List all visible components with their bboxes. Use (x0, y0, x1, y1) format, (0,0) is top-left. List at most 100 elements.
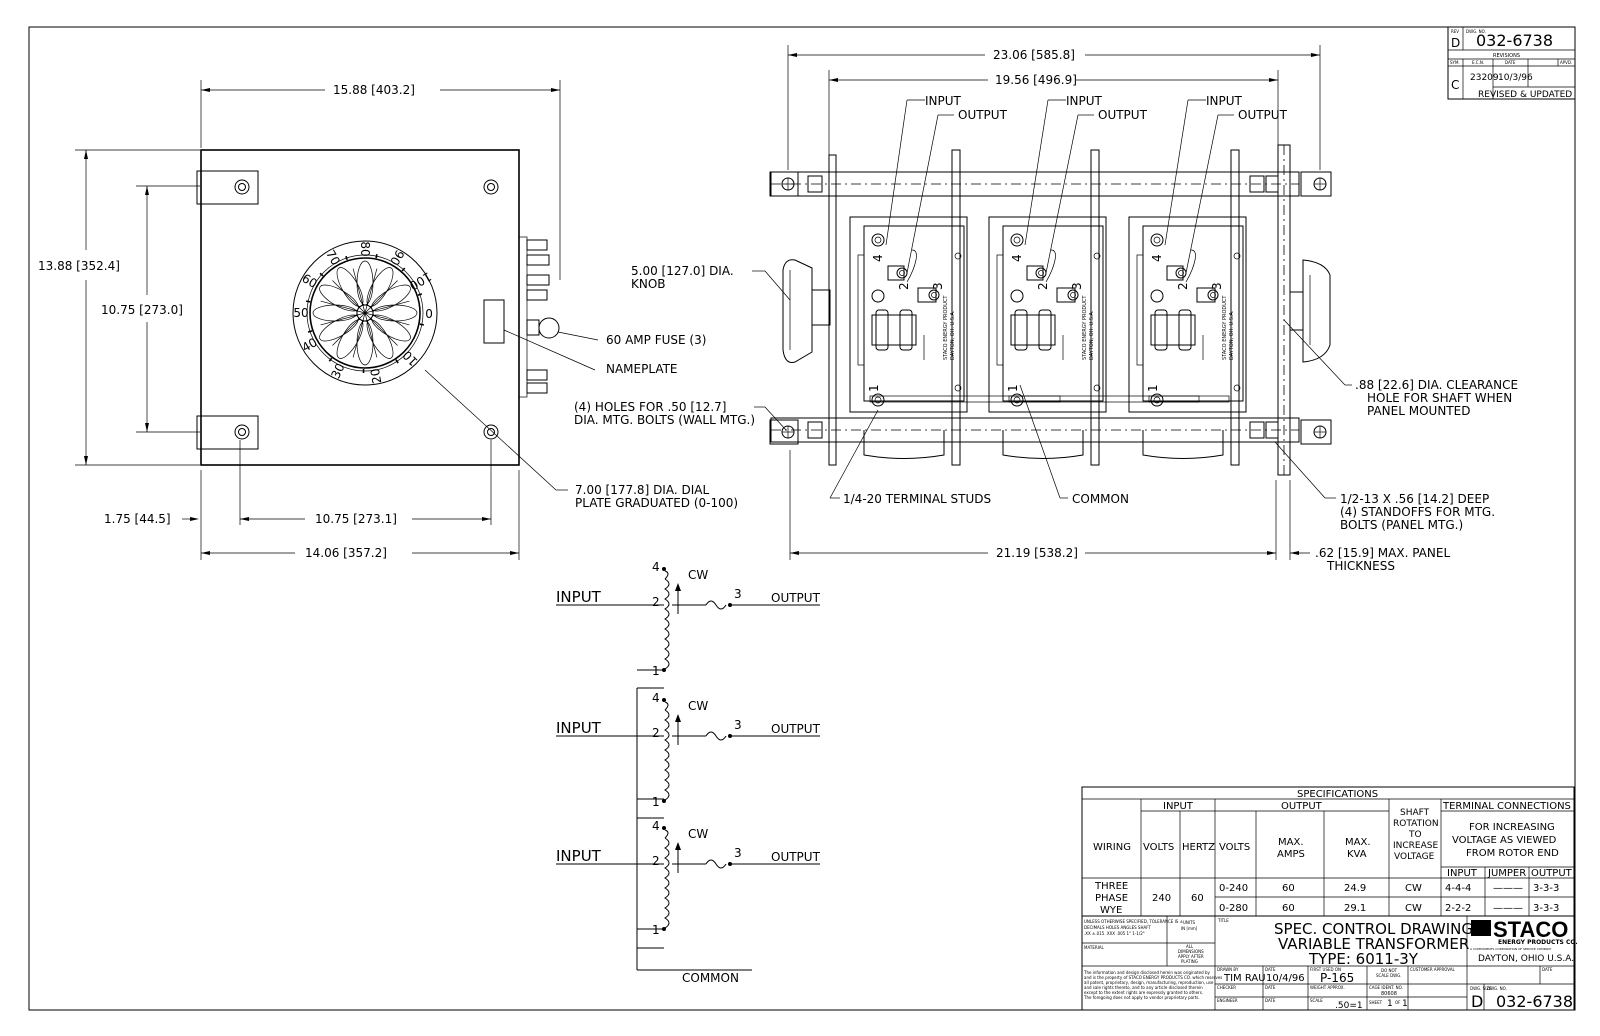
weight-label: WEIGHT APPROX. (1310, 985, 1345, 990)
all-dims-4: PLATING (1181, 959, 1198, 964)
engineer-label: ENGINEER (1217, 998, 1238, 1003)
spec-h-kva-0: MAX. (1345, 837, 1371, 848)
side-input-label: INPUT (1066, 94, 1103, 108)
rev-ecn: 23209 (1470, 73, 1499, 83)
terminal-label-2: 2 (1176, 282, 1190, 290)
rev-col-sym: SYM. (1450, 60, 1460, 65)
spec-h-terminal: TERMINAL CONNECTIONS (1442, 801, 1571, 812)
enclosure-front (200, 149, 520, 466)
end-hole-bottom-left (781, 425, 795, 439)
revision-letter: D (1451, 36, 1460, 50)
mounting-bolt-bottom-right (483, 424, 499, 440)
terminal-label-4: 4 (1010, 254, 1024, 262)
schematic-input-label: INPUT (556, 588, 602, 606)
spec-row-0-t-input: 4-4-4 (1445, 883, 1471, 894)
end-hole-top-left (781, 177, 795, 191)
material-label: MATERIAL (1084, 945, 1105, 950)
coil-terminal-2: 2 (652, 726, 660, 740)
dial-number: 10 (400, 348, 421, 369)
size-label: DWG. SIZE (1470, 986, 1492, 991)
label-panel-2: THICKNESS (1326, 559, 1395, 573)
label-standoff-1: 1/2-13 X .56 [14.2] DEEP (1340, 492, 1489, 506)
spec-wiring-0: THREE (1094, 881, 1128, 892)
engineer-date-label: DATE (1265, 998, 1276, 1003)
label-clearance-2: HOLE FOR SHAFT WHEN (1367, 391, 1512, 405)
spec-h-out-volts: VOLTS (1219, 842, 1250, 853)
sheet-border (28, 26, 1576, 1011)
dwg-no-small-label: DWG. NO. (1466, 29, 1486, 34)
drawn-by: TIM RAU (1223, 973, 1266, 984)
terminal-label-3: 3 (1210, 282, 1224, 290)
spec-h-hertz: HERTZ (1182, 842, 1215, 853)
coil-terminal-4: 4 (652, 691, 660, 705)
rev-col-appd: APVD. (1560, 60, 1572, 65)
coil-terminal-2: 2 (652, 854, 660, 868)
customer-date-label: DATE (1542, 967, 1553, 972)
label-dial-1: 7.00 [177.8] DIA. DIAL (575, 483, 709, 497)
cage: 80608 (1381, 991, 1397, 997)
coil-terminal-1: 1 (652, 923, 660, 937)
revision-block: REV D DWG. NO. 032-6738 REVISIONS SYM. E… (1447, 26, 1576, 100)
rev-sym: C (1451, 78, 1459, 92)
dim-side-overall: 23.06 [585.8] (993, 48, 1075, 62)
spec-row-0-amps: 60 (1282, 883, 1295, 894)
label-fuse: 60 AMP FUSE (3) (606, 333, 706, 347)
company-tag: A COMPONENTS CORPORATION OF SERVICE COMP… (1470, 947, 1552, 951)
dial-number: 20 (368, 367, 384, 384)
title-label: TITLE (1217, 918, 1229, 923)
unit-maker-city: DAYTON, OH. U.S.A. (1089, 310, 1095, 360)
company-sub: ENERGY PRODUCTS CO. (1498, 939, 1578, 946)
size: D (1471, 992, 1483, 1011)
spec-wiring-2: WYE (1100, 905, 1122, 916)
staco-logo: STACO ENERGY PRODUCTS CO. A COMPONENTS C… (1470, 917, 1578, 964)
sheet-label: SHEET (1369, 1000, 1383, 1005)
unit-maker-label: STACO ENERGY PRODUCT (943, 295, 949, 360)
label-nameplate: NAMEPLATE (606, 362, 678, 376)
spec-h-volts: VOLTS (1143, 842, 1174, 853)
dial-number: 0 (425, 306, 433, 320)
end-hole-top-right (1313, 177, 1327, 191)
dwg-no: 032-6738 (1496, 992, 1573, 1011)
front-view: 15.88 [403.2] 13.88 [352.4] 10.75 [273.0… (38, 80, 738, 560)
rev-col-ecn: E.C.N. (1472, 60, 1484, 65)
spec-row-1-amps: 60 (1282, 903, 1295, 914)
units-1: UNITS (1183, 920, 1196, 925)
schematic-output-label: OUTPUT (771, 850, 821, 864)
dial-number: 90 (387, 247, 407, 267)
schematic-output-label: OUTPUT (771, 722, 821, 736)
title-line-1: SPEC. CONTROL DRAWING (1274, 920, 1473, 938)
spec-row-0-t-output: 3-3-3 (1533, 883, 1559, 894)
first-used-label: FIRST USED ON (1310, 967, 1341, 972)
tolerance-3: .XX ±.015 .XXX .005 1° 1-1/2° (1084, 931, 1145, 936)
terminal-label-1: 1 (1146, 384, 1160, 392)
coil-terminal-1: 1 (652, 795, 660, 809)
rev-date: 10/3/96 (1498, 73, 1533, 83)
label-holes-2: DIA. MTG. BOLTS (WALL MTG.) (574, 413, 755, 427)
dial-number: 30 (328, 361, 347, 381)
coil-terminal-1: 1 (652, 664, 660, 678)
schematic-input-label: INPUT (556, 847, 602, 865)
rev-desc: REVISED & UPDATED (1478, 90, 1572, 100)
sheet-num: 1 (1387, 999, 1393, 1009)
schematic-output-label: OUTPUT (771, 591, 821, 605)
terminal-label-2: 2 (1036, 282, 1050, 290)
dial-number: 50 (293, 306, 308, 320)
label-common-side: COMMON (1072, 492, 1129, 506)
coil-terminal-4: 4 (652, 560, 660, 574)
company-city: DAYTON, OHIO U.S.A. (1478, 954, 1574, 964)
unit-maker-label: STACO ENERGY PRODUCT (1082, 295, 1088, 360)
dim-front-width-bottom: 14.06 [357.2] (305, 546, 387, 560)
label-standoff-2: (4) STANDOFFS FOR MTG. (1340, 505, 1495, 519)
coil-terminal-4: 4 (652, 819, 660, 833)
spec-h-t-input: INPUT (1447, 868, 1478, 879)
spec-row-1-volts: 0-280 (1219, 903, 1248, 914)
spec-h-amps-1: AMPS (1277, 849, 1305, 860)
knob-icon (782, 259, 831, 363)
spec-row-0-rotation: CW (1405, 883, 1422, 894)
